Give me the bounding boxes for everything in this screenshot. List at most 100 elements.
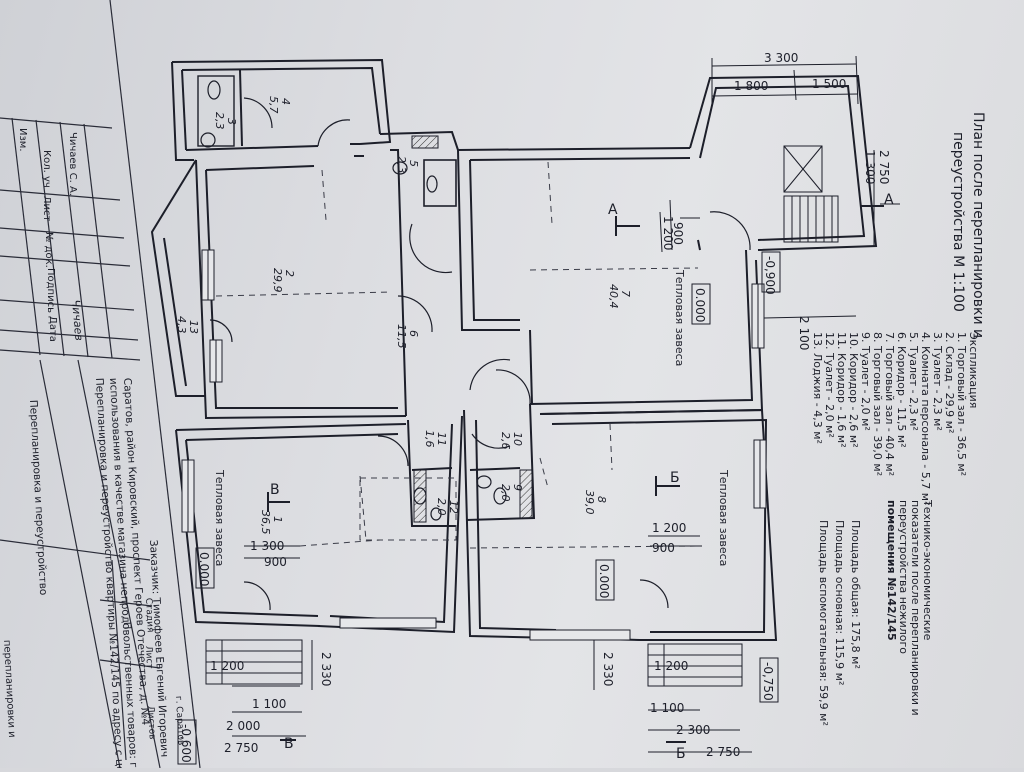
level-minus-0600: -0,600 xyxy=(179,724,193,763)
rev-header-4: Подпись xyxy=(45,268,56,313)
plan-title-line-1: План после перепланировки и xyxy=(970,112,986,338)
explication-item: 5. Туалет - 2,3 м² xyxy=(907,332,920,431)
room-13-area: 4,3 xyxy=(175,316,188,334)
room-9-number: 9 xyxy=(511,484,524,491)
room-1-area: 36,5 xyxy=(259,510,272,535)
section-a-label: А xyxy=(608,202,618,218)
explication-item: 13. Лоджия - 4,3 м² xyxy=(811,332,824,444)
explication-item: 3. Туалет - 2,3 м² xyxy=(931,332,944,431)
stamp-sheets: Листов xyxy=(145,706,157,740)
area-main: Площадь основная: 115,9 м² xyxy=(833,520,846,685)
sink-icon-4 xyxy=(476,475,492,489)
toilet-icon-2 xyxy=(426,175,438,193)
indicators-heading-4: помещения №142/145 xyxy=(885,500,898,641)
windows xyxy=(181,249,767,641)
dim-2330-a: 2 330 xyxy=(319,652,333,686)
dim-1800: 1 800 xyxy=(734,79,768,93)
room-5-number: 5 xyxy=(407,160,420,167)
stamp-sheet: Лист xyxy=(143,646,154,669)
dashed-lines xyxy=(215,161,701,549)
room-5-area: 2,3 xyxy=(395,156,408,174)
room-10-area: 2,6 xyxy=(499,432,512,450)
room-6-number: 6 xyxy=(407,330,420,337)
stamp-stage-value: П xyxy=(121,622,132,630)
room-10-number: 10 xyxy=(511,432,524,446)
level-minus-0900: -0,900 xyxy=(763,256,777,295)
explication-item: 7. Торговый зал - 40,4 м² xyxy=(883,332,896,476)
dim-2100: 2 100 xyxy=(797,316,811,350)
section-b-label: Б xyxy=(670,470,680,486)
dim-1300-a: 1 300 xyxy=(863,150,877,184)
room-7-area: 40,4 xyxy=(607,284,620,309)
sink-icon xyxy=(200,132,216,148)
explication: Экспликация 1. Торговый зал - 36,5 м² 2.… xyxy=(811,332,980,506)
room-3-area: 2,3 xyxy=(213,112,226,130)
area-aux: Площадь вспомогательная: 59,9 м² xyxy=(817,520,830,726)
level-marks: -0,900 0.000 0.000 0.000 -0,750 -0,600 xyxy=(177,251,781,765)
dim-2750-b: 2 750 xyxy=(224,741,258,755)
section-labels: А А Б Б В В xyxy=(270,192,894,762)
city-label: г. Саратов xyxy=(173,696,186,746)
room-11-area: 1,6 xyxy=(423,430,436,448)
room-7-number: 7 xyxy=(619,290,632,297)
level-0000-a: 0.000 xyxy=(693,288,707,322)
indicators-heading-2: показатели после перепланировки и xyxy=(909,500,922,716)
area-total: Площадь общая: 175,8 м² xyxy=(849,520,862,669)
revision-table-headers: Изм. Кол. уч Лист № док. Подпись Дата Чи… xyxy=(17,128,86,342)
section-markers xyxy=(267,205,884,743)
dim-2000: 2 000 xyxy=(226,719,260,733)
room-4-number: 4 xyxy=(279,98,292,105)
dim-2300: 2 300 xyxy=(676,723,710,737)
walls xyxy=(150,58,878,641)
room-8-number: 8 xyxy=(595,496,608,503)
section-v-label-2: В xyxy=(284,736,294,752)
dim-1200-a: 1 200 xyxy=(661,216,675,250)
rev-header-5: Дата xyxy=(47,316,58,342)
bottom-title: Перепланировка и переустройство xyxy=(27,400,49,596)
room-1-number: 1 xyxy=(271,516,284,523)
level-0000-b: 0.000 xyxy=(597,564,611,598)
dim-1200-c: 1 200 xyxy=(210,659,244,673)
author-name: Чичаев С. А. xyxy=(67,132,78,196)
dim-1100-a: 1 100 xyxy=(252,697,286,711)
rev-header-3: № док. xyxy=(43,232,54,268)
indicators-heading-3: переустройства нежилого xyxy=(897,500,910,654)
rev-header-1: Кол. уч xyxy=(41,150,52,188)
heat-curtain-1: Тепловая завеса xyxy=(673,269,686,366)
stairs xyxy=(205,145,839,687)
explication-item: 9. Туалет - 2,0 м² xyxy=(859,332,872,431)
room-8-area: 39,0 xyxy=(583,490,596,515)
room-11-number: 11 xyxy=(435,432,448,446)
section-a-label-2: А xyxy=(884,192,894,208)
room-2-area: 29,9 xyxy=(271,268,284,293)
level-minus-0750: -0,750 xyxy=(761,662,775,701)
dim-1200-b: 1 200 xyxy=(652,521,686,535)
explication-item: 11. Коридор - 1,6 м² xyxy=(835,332,848,448)
room-9-area: 2,0 xyxy=(499,484,512,502)
heat-curtain-3: Тепловая завеса xyxy=(213,469,226,566)
dimension-texts: 3 300 1 800 1 500 2 750 1 300 900 1 200 … xyxy=(210,51,891,759)
dim-900-b: 900 xyxy=(652,541,675,555)
dim-2750-a: 2 750 xyxy=(877,150,891,184)
sink-icon-2 xyxy=(392,161,408,175)
section-v-label: В xyxy=(270,482,280,498)
room-2-number: 2 xyxy=(283,270,296,277)
title-block xyxy=(0,0,201,769)
room-labels: 1 36,5 2 29,9 3 2,3 4 5,7 5 2,3 6 11,5 7… xyxy=(175,96,632,535)
room-12-number: 12 xyxy=(447,500,460,514)
plumbing-fixtures xyxy=(200,80,507,521)
room-4-area: 5,7 xyxy=(267,96,280,114)
room-12-area: 2,0 xyxy=(435,498,448,516)
sink-icon-3 xyxy=(430,507,442,521)
toilet-icon xyxy=(207,80,221,100)
stamp-stage: Стадия xyxy=(143,598,155,633)
toilet-icon-3 xyxy=(413,487,427,505)
explication-item: 2. Склад - 29,9 м² xyxy=(943,332,956,433)
toilet-icon-4 xyxy=(493,487,507,505)
dim-1100-b: 1 100 xyxy=(650,701,684,715)
room-6-area: 11,5 xyxy=(395,324,408,349)
indicators-heading-1: Технико-экономические xyxy=(921,499,934,641)
bottom-title-2: перепланировки и xyxy=(1,640,17,738)
